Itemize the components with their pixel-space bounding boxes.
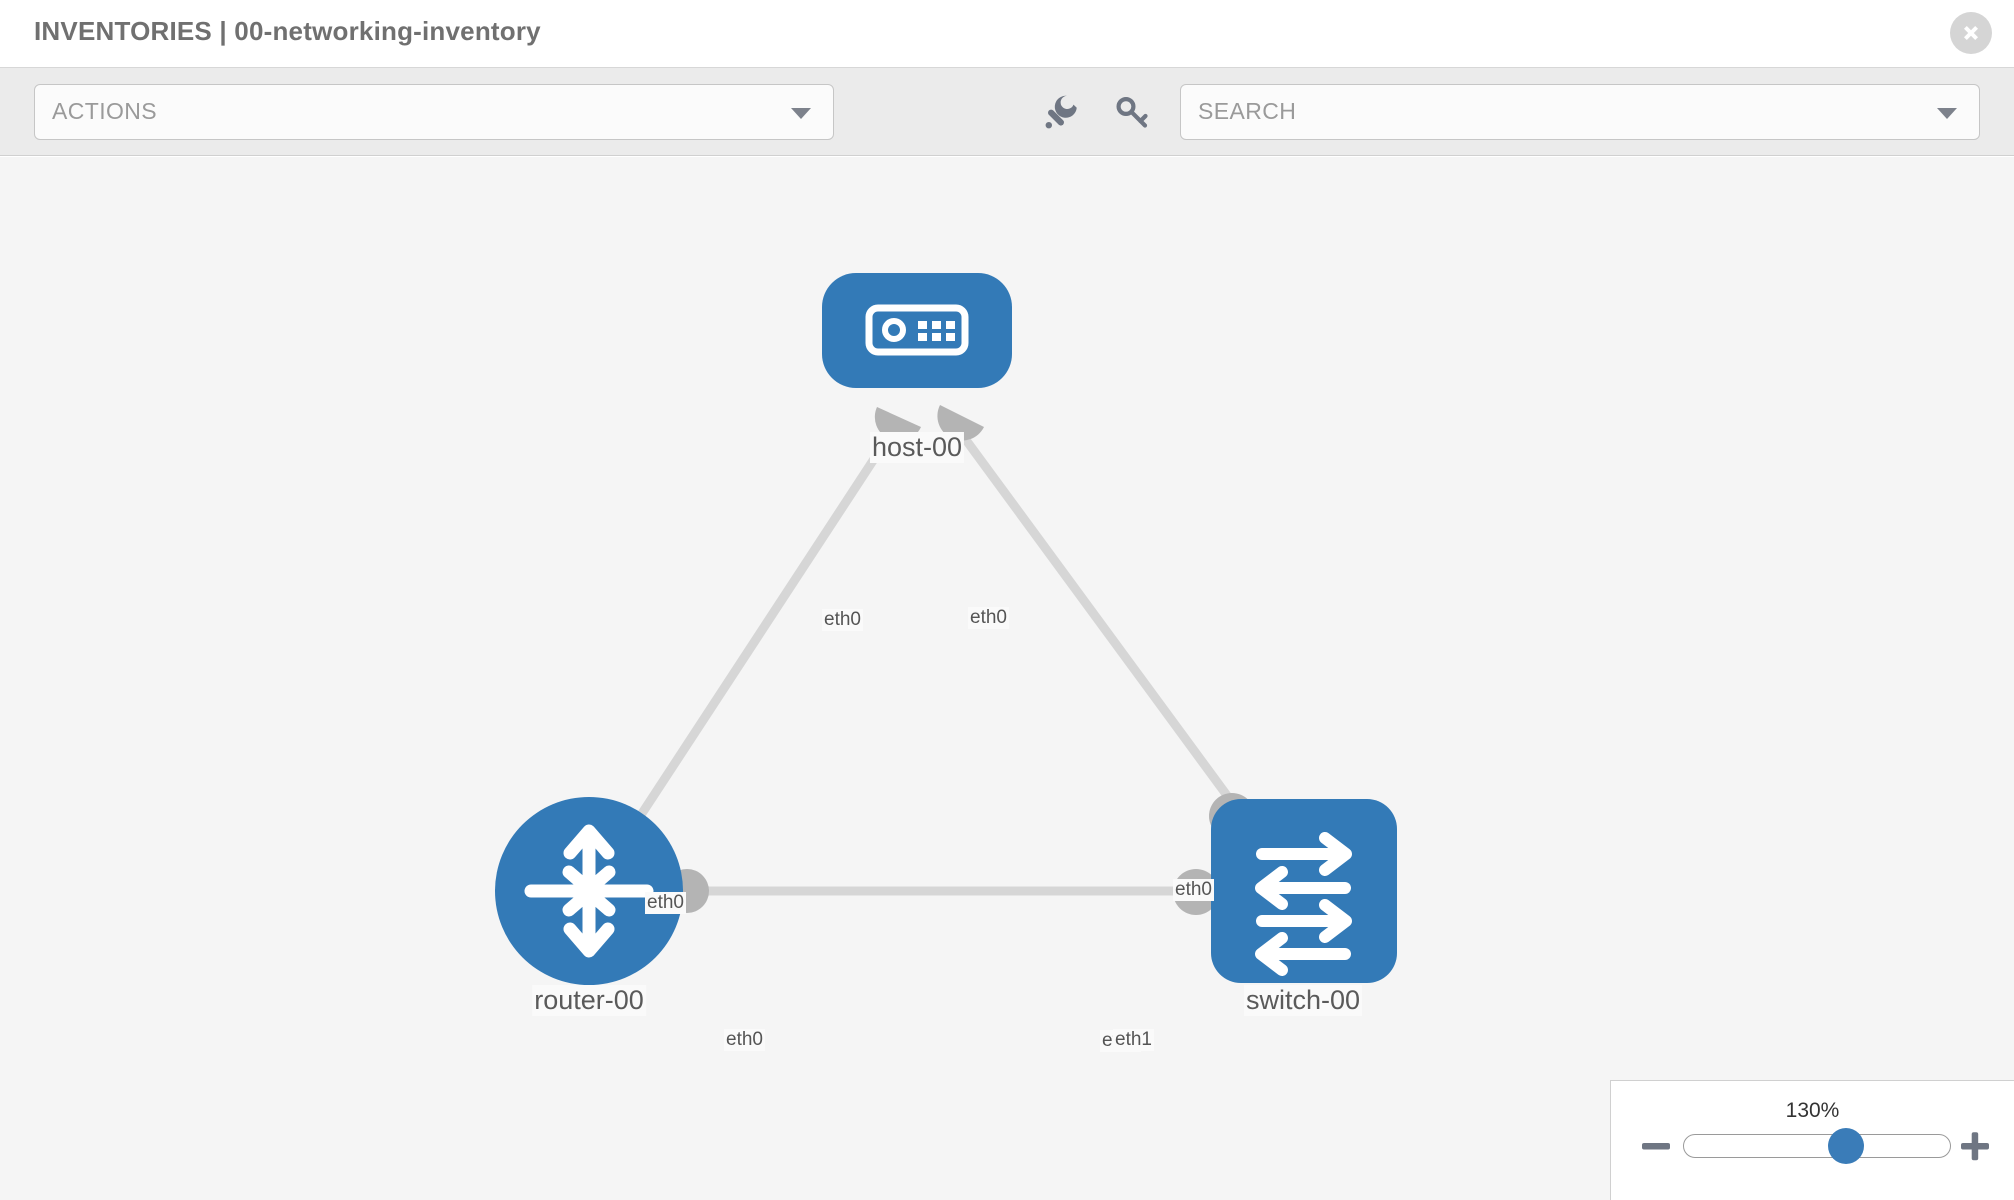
node-router-00[interactable]: [495, 797, 683, 985]
actions-dropdown-label: ACTIONS: [52, 98, 158, 124]
iface-label-router-eth0-right: eth0: [724, 1029, 765, 1051]
zoom-percent-label: 130%: [1785, 1099, 1840, 1122]
node-label-switch-00: switch-00: [1243, 985, 1363, 1016]
page-header: INVENTORIES | 00-networking-inventory: [0, 0, 2014, 68]
server-icon: [865, 304, 969, 356]
iface-label-switch-eth1-left: eth1: [1113, 1029, 1154, 1051]
iface-label-switch-eth0-up: eth0: [1173, 879, 1214, 901]
iface-label-host-eth0-right: eth0: [968, 607, 1009, 629]
search-input[interactable]: SEARCH: [1180, 84, 1980, 140]
node-label-router-00: router-00: [532, 985, 646, 1016]
node-host-shape[interactable]: [822, 273, 1012, 388]
node-label-host-00: host-00: [869, 432, 965, 463]
zoom-slider-thumb[interactable]: [1828, 1128, 1865, 1164]
chevron-down-icon[interactable]: [1937, 108, 1957, 119]
link-host-router[interactable]: [616, 424, 899, 850]
link-host-switch[interactable]: [951, 422, 1249, 823]
zoom-control: 130%: [1610, 1080, 2014, 1200]
iface-label-host-eth0-left: eth0: [822, 609, 863, 631]
wrench-icon[interactable]: [1040, 90, 1084, 134]
toolbar: ACTIONS SEARCH: [0, 68, 2014, 156]
iface-label-router-eth0-up: eth0: [645, 892, 686, 914]
actions-dropdown[interactable]: ACTIONS: [34, 84, 834, 140]
close-icon[interactable]: [1950, 12, 1992, 54]
connector-host-right[interactable]: [937, 405, 984, 441]
topology-graph: [495, 273, 1397, 985]
topology-links: [616, 422, 1249, 896]
chevron-down-icon: [791, 108, 811, 119]
minus-icon[interactable]: [1639, 1129, 1673, 1163]
search-placeholder: SEARCH: [1198, 98, 1297, 124]
plus-icon[interactable]: [1958, 1129, 1992, 1163]
node-host-00[interactable]: [822, 273, 1012, 388]
topology-connectors: [665, 405, 1255, 915]
node-switch-00[interactable]: [1211, 799, 1397, 983]
topology-canvas[interactable]: host-00 router-00 switch-00 eth0 eth0 et…: [0, 157, 2014, 1200]
page-title: INVENTORIES | 00-networking-inventory: [34, 16, 541, 46]
key-icon[interactable]: [1110, 90, 1154, 134]
zoom-slider[interactable]: [1683, 1128, 1951, 1164]
switch-arrows-icon: [1255, 832, 1352, 976]
router-arrows-icon: [524, 824, 654, 958]
